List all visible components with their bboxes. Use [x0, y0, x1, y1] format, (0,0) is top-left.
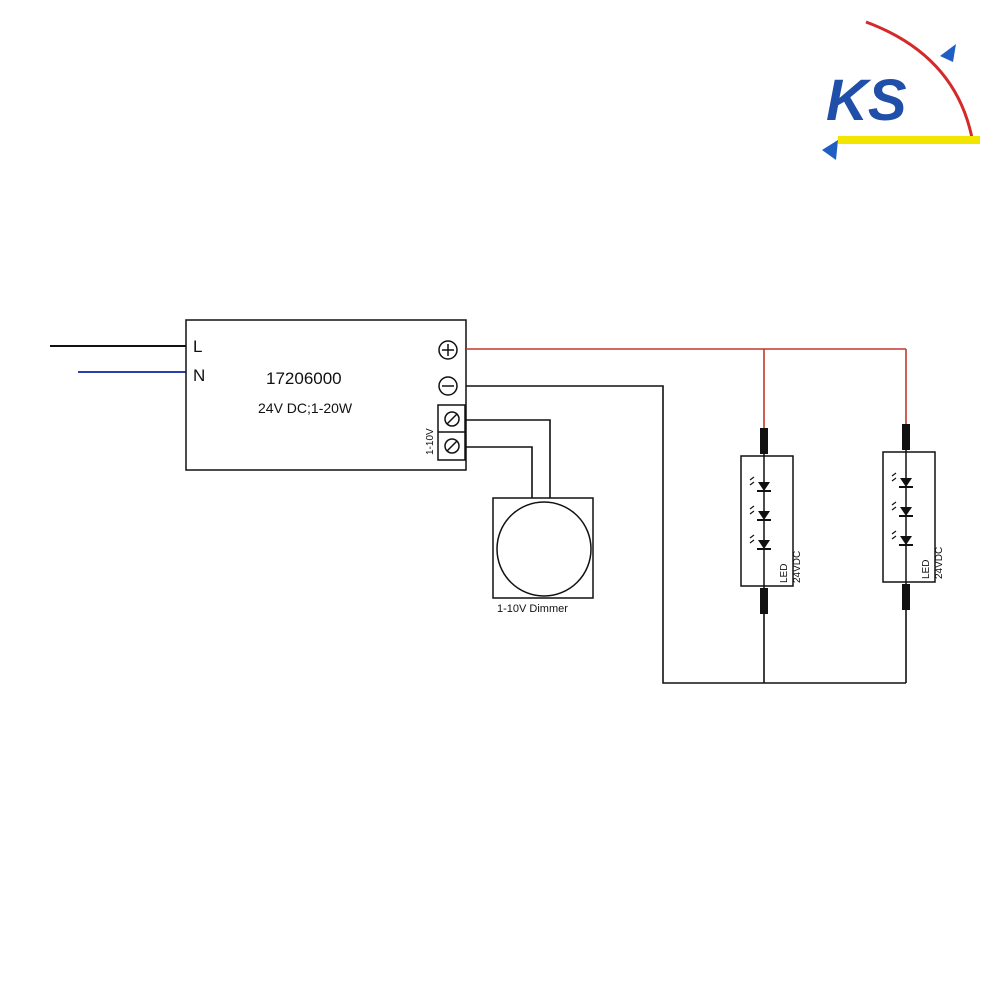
driver-rating: 24V DC;1-20W: [258, 400, 353, 416]
negative-wires: [466, 385, 907, 684]
led-diode-icon: [749, 476, 771, 492]
dim-terminal-block: 1-10V: [425, 404, 466, 461]
led-diode-icon: [891, 472, 913, 488]
driver-input-n-label: N: [193, 366, 205, 385]
dimmer-unit: 1-10V Dimmer: [492, 497, 594, 615]
minus-terminal-icon: [438, 376, 458, 396]
led-module: LED 24VDC: [740, 428, 803, 614]
dim-wires: [466, 419, 551, 498]
logo-text: KS: [826, 68, 907, 133]
ks-logo: KS: [822, 20, 980, 160]
led-diode-icon: [891, 501, 913, 517]
led-driver: L N 17206000 24V DC;1-20W 1: [185, 319, 467, 471]
led-connector-icon: [902, 584, 910, 610]
led-module-type: LED: [921, 560, 932, 579]
led-module: LED 24VDC: [882, 424, 945, 610]
logo-arrow-top-icon: [940, 44, 956, 62]
plus-terminal-icon: [438, 340, 458, 360]
led-module-voltage: 24VDC: [934, 547, 945, 579]
logo-arc: [865, 20, 974, 139]
led-connector-icon: [760, 428, 768, 454]
led-connector-icon: [760, 588, 768, 614]
screw-terminal-icon: [444, 438, 460, 454]
led-diode-icon: [749, 534, 771, 550]
positive-wires: [466, 348, 907, 428]
dimmer-label: 1-10V Dimmer: [497, 603, 568, 615]
screw-terminal-icon: [444, 411, 460, 427]
logo-arrow-bottom-icon: [822, 140, 838, 160]
led-module-type: LED: [779, 564, 790, 583]
dim-terminal-label: 1-10V: [425, 428, 436, 455]
led-connector-icon: [902, 424, 910, 450]
driver-housing: [185, 319, 467, 471]
led-module-voltage: 24VDC: [792, 551, 803, 583]
driver-input-l-label: L: [193, 337, 202, 356]
led-diode-icon: [891, 530, 913, 546]
dimmer-knob-icon: [496, 501, 592, 597]
logo-yellow-bar: [838, 136, 980, 144]
led-diode-icon: [749, 505, 771, 521]
driver-part-number: 17206000: [266, 369, 342, 388]
